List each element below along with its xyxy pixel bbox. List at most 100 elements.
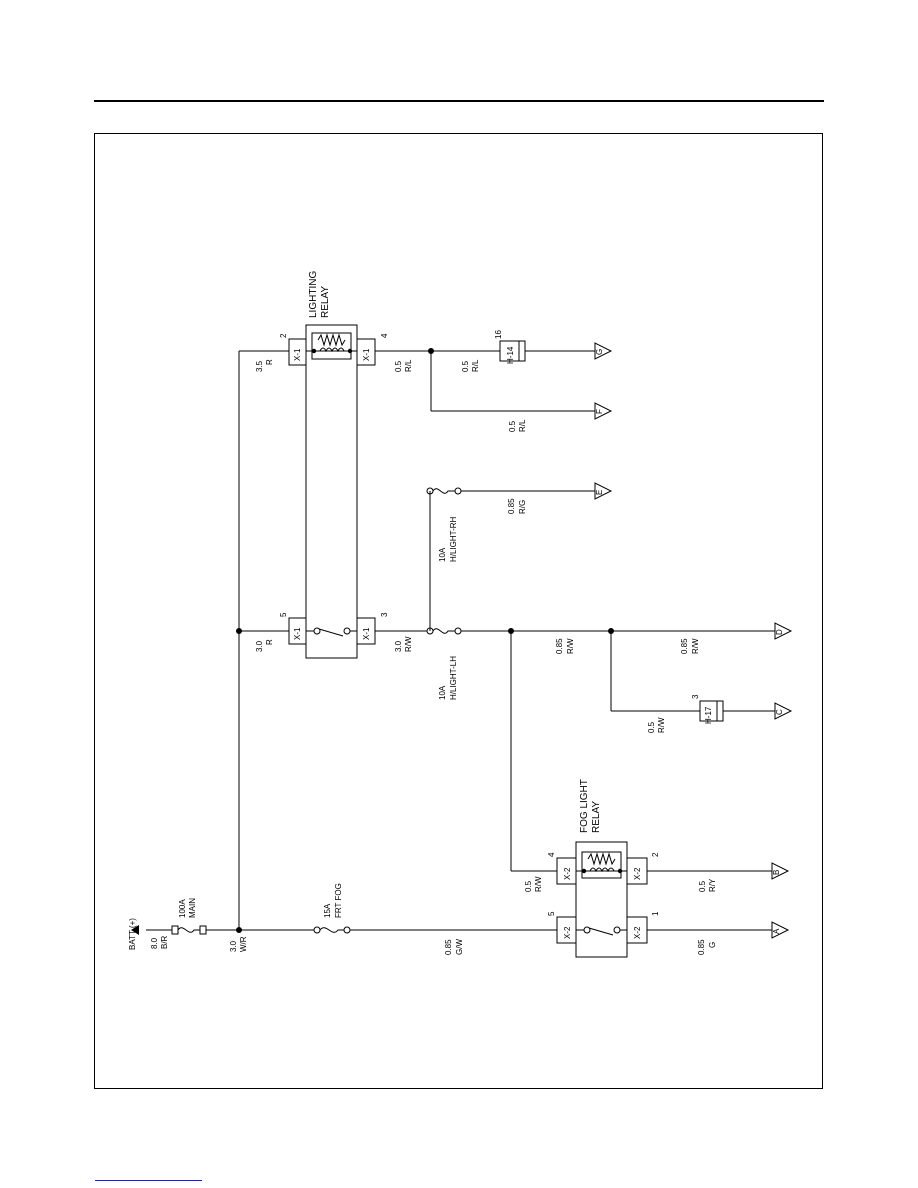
lighting-relay-title-1: LIGHTING	[308, 271, 319, 318]
fog-connector-br: X-2	[633, 926, 642, 939]
wire-wr-size: 3.0	[229, 940, 238, 952]
wire-labels: 3.0 W/R 3.5 R 3.0 R 0.5 R/L 0.5 R/L 0.5 …	[229, 359, 717, 955]
wire-wr-color: W/R	[239, 936, 248, 952]
connector-x1-top-right	[356, 338, 376, 366]
svg-text:B: B	[772, 870, 781, 875]
batt-wire-size: 8.0	[150, 937, 159, 949]
fog-relay-title-2: RELAY	[591, 801, 602, 833]
wire-r-bot-size: 3.0	[255, 640, 264, 652]
svg-text:F: F	[595, 409, 604, 414]
fuse-lh-rating: 10A	[438, 685, 447, 700]
svg-text:C: C	[775, 709, 784, 715]
fuse-main-icon	[171, 925, 207, 935]
svg-text:E: E	[595, 490, 604, 495]
relay-switch-icon	[318, 628, 344, 637]
terminal-b: B	[771, 862, 790, 880]
wire-ry-size: 0.5	[698, 880, 707, 892]
connector-h17	[699, 700, 724, 722]
wire-rl-1-color: R/L	[404, 359, 413, 372]
wire-rw085b-size: 0.85	[680, 638, 689, 654]
wire-rw05a-color: R/W	[534, 876, 543, 892]
wire-gw-color: G/W	[455, 939, 464, 955]
fog-connector-bl: X-2	[563, 926, 572, 939]
wire-rw085a-color: R/W	[566, 638, 575, 654]
fuse-main-name: MAIN	[188, 898, 197, 918]
connector-h14	[499, 340, 526, 362]
diagram-frame	[94, 133, 823, 1089]
resistor-icon	[587, 852, 616, 866]
lighting-pin-4: 4	[380, 333, 389, 338]
connector-h17-pin: 3	[691, 694, 700, 699]
wire-rw05b-color: R/W	[657, 717, 666, 733]
footer-link-underline[interactable]	[95, 1180, 202, 1181]
junction-dot	[236, 628, 242, 634]
lighting-relay	[288, 324, 376, 659]
svg-text:A: A	[772, 928, 781, 934]
terminal-g: G	[594, 342, 613, 360]
wire-ry-color: R/Y	[708, 878, 717, 892]
fog-pin-4: 4	[547, 852, 556, 857]
terminal-e: E	[594, 482, 613, 500]
connector-x1-top-left	[288, 338, 307, 366]
fuse-lh-name: H/LIGHT-LH	[449, 656, 458, 700]
terminal-f: F	[594, 402, 613, 420]
lighting-connector-bl: X-1	[293, 627, 302, 640]
lighting-connector-tr: X-1	[362, 348, 371, 361]
batt-label: BATT (+)	[128, 918, 137, 950]
battery-arrow-icon	[131, 925, 139, 935]
coil-icon	[319, 347, 345, 353]
header-rule	[94, 100, 824, 102]
fuse-lh-icon	[426, 627, 462, 635]
wire-r-top-size: 3.5	[255, 360, 264, 372]
lighting-connector-tl: X-1	[293, 348, 302, 361]
connector-h14-label: H-14	[506, 346, 515, 364]
fuse-fog-name: FRT FOG	[334, 883, 343, 918]
wire-rg-size: 0.85	[507, 498, 516, 514]
connector-h17-label: H-17	[704, 706, 713, 724]
lighting-pin-5: 5	[279, 612, 288, 617]
lighting-pin-2: 2	[279, 333, 288, 338]
junction-dot	[428, 348, 434, 354]
wire-gw-size: 0.85	[444, 939, 453, 955]
junction-dot	[508, 628, 514, 634]
resistor-icon	[317, 333, 346, 347]
fog-pin-1: 1	[651, 911, 660, 916]
fog-light-relay	[556, 841, 648, 958]
junction-dot	[236, 927, 242, 933]
fuse-fog-icon	[313, 926, 351, 934]
wire-r-top-color: R	[265, 359, 274, 365]
wire-rl-2-color: R/L	[471, 359, 480, 372]
wire-rw05b-size: 0.5	[647, 721, 656, 733]
wire-rw30-size: 3.0	[394, 640, 403, 652]
fog-connector-tr: X-2	[633, 867, 642, 880]
terminal-c: C	[774, 702, 793, 720]
fog-relay-title-1: FOG LIGHT	[579, 779, 590, 833]
fuse-main-rating: 100A	[178, 899, 187, 918]
fuse-rh-name: H/LIGHT-RH	[449, 516, 458, 562]
wire-rg-color: R/G	[518, 500, 527, 514]
coil-icon	[589, 867, 615, 873]
fuse-fog-rating: 15A	[323, 903, 332, 918]
junctions	[236, 348, 614, 933]
lighting-relay-title-2: RELAY	[320, 286, 331, 318]
lighting-pin-3: 3	[380, 612, 389, 617]
fuse-rh-icon	[426, 487, 462, 495]
wire-rl-3-size: 0.5	[508, 420, 517, 432]
fog-pin-2: 2	[651, 852, 660, 857]
fog-connector-tl: X-2	[563, 867, 572, 880]
wire-rl-2-size: 0.5	[461, 360, 470, 372]
fuse-rh-rating: 10A	[438, 547, 447, 562]
wire-rw085b-color: R/W	[691, 638, 700, 654]
wire-rl-1-size: 0.5	[394, 360, 403, 372]
terminal-d: D	[774, 622, 793, 640]
wire-g-color: G	[708, 942, 717, 948]
relay-switch-icon	[588, 927, 614, 936]
connector-h14-pin: 16	[494, 330, 503, 339]
svg-text:G: G	[595, 349, 604, 355]
fog-pin-5: 5	[547, 911, 556, 916]
svg-text:D: D	[775, 629, 784, 635]
wire-rw085a-size: 0.85	[555, 638, 564, 654]
wire-rw05a-size: 0.5	[524, 880, 533, 892]
junction-dot	[608, 628, 614, 634]
